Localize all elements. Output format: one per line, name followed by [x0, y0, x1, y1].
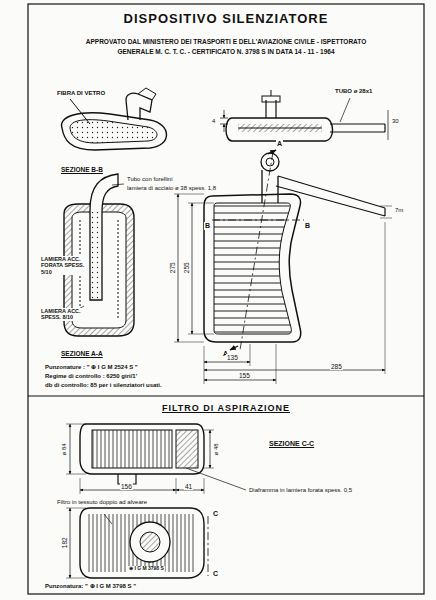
section-label: SEZIONE B-B — [60, 166, 104, 173]
dimension: 285 — [330, 363, 343, 370]
part-label: Filtro in tessuto doppio ad alveare — [56, 499, 148, 506]
dimension: TUBO ø 28x1 — [334, 88, 373, 95]
dimension: 7m — [394, 207, 404, 214]
dimension: 30 — [391, 118, 400, 125]
section-mark: C — [212, 510, 219, 518]
part-label: FIBRA DI VETRO — [56, 90, 106, 97]
section-mark: A — [276, 140, 283, 148]
control-note: Regime di controllo : 6250 giri/1' — [44, 373, 138, 380]
dimension: 255 — [182, 262, 189, 275]
dimension: ø 84 — [61, 442, 68, 456]
dimension: 182 — [60, 537, 67, 550]
dimension: 41 — [184, 483, 193, 490]
section-mark: B — [204, 222, 211, 230]
section-label: SEZIONE A-A — [60, 350, 104, 357]
header-note: GENERALE M. C. T. C. - CERTIFICATO N. 37… — [116, 48, 335, 55]
section-heading: FILTRO DI ASPIRAZIONE — [161, 403, 291, 413]
dimension: 135 — [226, 354, 239, 361]
section-mark: C — [212, 570, 219, 578]
part-label: Diaframma in lamiera forata spess. 0,5 — [248, 487, 353, 494]
stamp-note: Punzonatura: " ⊕ I G M 3798 S " — [44, 583, 137, 590]
page-title: DISPOSITIVO SILENZIATORE — [123, 12, 330, 27]
control-note: db di controllo: 85 per i silenziatori u… — [44, 382, 163, 389]
part-label: lamiera di acciaio ø 38 spess. 1,8 — [126, 185, 217, 192]
dimension: 156 — [120, 483, 133, 490]
section-mark: B — [304, 222, 311, 230]
header-note: APPROVATO DAL MINISTERO DEI TRASPORTI E … — [85, 38, 367, 45]
dimension: ø 48 — [213, 442, 220, 456]
part-label: LAMIERA ACC. FORATA SPESS. 5/10 — [40, 256, 88, 275]
stamp-note: Punzonature : " ⊕ I G M 2524 S " — [44, 364, 139, 371]
dimension: 4 — [211, 118, 216, 125]
dimension: 275 — [168, 262, 175, 275]
dimension: 155 — [238, 372, 251, 379]
part-label: Tubo con forellini — [126, 176, 173, 183]
part-label: LAMIERA ACC. SPESS. 8/10 — [40, 308, 86, 321]
stamp-text: ⊕ I G M 3798 S — [128, 566, 165, 572]
section-label: SEZIONE C-C — [268, 440, 315, 448]
